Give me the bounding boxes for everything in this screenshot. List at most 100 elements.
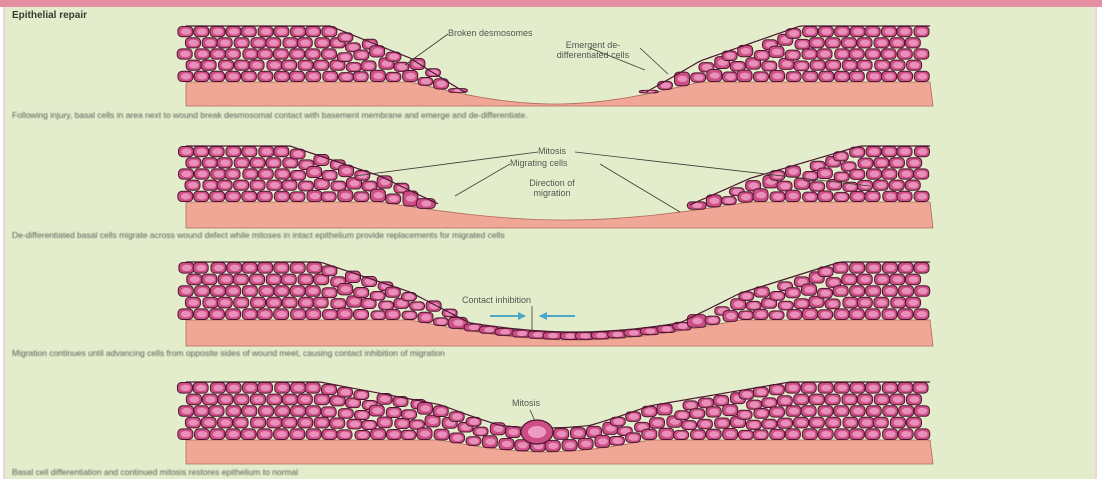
cell-nucleus xyxy=(590,429,600,435)
mitotic-nucleus xyxy=(528,426,546,438)
cell-nucleus xyxy=(341,410,351,416)
cell-nucleus xyxy=(709,409,719,415)
cell-nucleus xyxy=(598,438,608,444)
cell-nucleus xyxy=(469,438,479,444)
cell-nucleus xyxy=(548,443,558,449)
cell-nucleus xyxy=(309,408,319,414)
cell-nucleus xyxy=(476,428,486,434)
cell-nucleus xyxy=(877,396,887,402)
label-mitosis-panel-4: Mitosis xyxy=(512,398,540,408)
cell-nucleus xyxy=(245,408,255,414)
cell-nucleus xyxy=(350,421,360,427)
cell-nucleus xyxy=(270,419,280,425)
cell-nucleus xyxy=(757,410,767,416)
cell-nucleus xyxy=(325,431,335,437)
cell-nucleus xyxy=(308,385,318,391)
cell-nucleus xyxy=(340,431,350,437)
cell-nucleus xyxy=(221,396,231,402)
cell-nucleus xyxy=(853,408,863,414)
cell-nucleus xyxy=(453,435,463,441)
cell-nucleus xyxy=(374,431,384,437)
cell-nucleus xyxy=(893,396,903,402)
cell-nucleus xyxy=(686,402,696,408)
cell-nucleus xyxy=(237,396,247,402)
cell-nucleus xyxy=(197,431,207,437)
cell-nucleus xyxy=(565,442,575,448)
cell-nucleus xyxy=(868,385,878,391)
cell-nucleus xyxy=(652,420,662,426)
cell-nucleus xyxy=(196,385,206,391)
cell-nucleus xyxy=(229,385,239,391)
cell-nucleus xyxy=(189,396,199,402)
cell-nucleus xyxy=(845,396,855,402)
cell-nucleus xyxy=(846,419,856,425)
cell-nucleus xyxy=(821,408,831,414)
cell-nucleus xyxy=(333,398,343,404)
cell-nucleus xyxy=(901,385,911,391)
cell-nucleus xyxy=(324,386,334,392)
cell-nucleus xyxy=(404,432,414,438)
cell-nucleus xyxy=(909,396,919,402)
cell-nucleus xyxy=(629,434,639,440)
cell-nucleus xyxy=(788,385,798,391)
cell-nucleus xyxy=(229,431,239,437)
cell-nucleus xyxy=(852,431,862,437)
cell-nucleus xyxy=(678,412,688,418)
cell-nucleus xyxy=(804,385,814,391)
cell-nucleus xyxy=(317,396,327,402)
cell-nucleus xyxy=(750,401,760,407)
cell-nucleus xyxy=(333,420,343,426)
cell-nucleus xyxy=(886,408,896,414)
cell-nucleus xyxy=(741,432,751,438)
cell-nucleus xyxy=(869,408,879,414)
cell-nucleus xyxy=(717,397,727,403)
cell-nucleus xyxy=(181,431,191,437)
cell-nucleus xyxy=(340,389,350,395)
cell-nucleus xyxy=(749,422,759,428)
cell-nucleus xyxy=(278,408,288,414)
cell-nucleus xyxy=(206,396,216,402)
cell-nucleus xyxy=(428,418,438,424)
cell-nucleus xyxy=(613,418,623,424)
cell-nucleus xyxy=(893,419,903,425)
cell-nucleus xyxy=(420,405,430,411)
cell-nucleus xyxy=(734,419,744,425)
cell-nucleus xyxy=(781,420,791,426)
cell-nucleus xyxy=(278,385,288,391)
cell-nucleus xyxy=(358,432,368,438)
cell-nucleus xyxy=(436,408,446,414)
cell-nucleus xyxy=(829,419,839,425)
cell-nucleus xyxy=(246,385,256,391)
cell-nucleus xyxy=(493,426,503,432)
cell-nucleus xyxy=(812,419,822,425)
cell-nucleus xyxy=(405,411,415,417)
cell-nucleus xyxy=(229,408,239,414)
cell-nucleus xyxy=(502,441,512,447)
cell-nucleus xyxy=(772,409,782,415)
cell-nucleus xyxy=(700,421,710,427)
cell-nucleus xyxy=(862,419,872,425)
cell-nucleus xyxy=(294,385,304,391)
cell-nucleus xyxy=(389,431,399,437)
cell-nucleus xyxy=(197,408,207,414)
cell-nucleus xyxy=(294,408,304,414)
cell-nucleus xyxy=(581,441,591,447)
cell-nucleus xyxy=(300,396,310,402)
cell-nucleus xyxy=(380,396,390,402)
cell-nucleus xyxy=(509,429,519,435)
cell-nucleus xyxy=(838,431,848,437)
leader-mitosis-panel-4 xyxy=(530,410,535,421)
cell-nucleus xyxy=(756,431,766,437)
cell-nucleus xyxy=(380,419,390,425)
cell-nucleus xyxy=(364,422,374,428)
cell-nucleus xyxy=(821,431,831,437)
cell-nucleus xyxy=(557,431,567,437)
cell-nucleus xyxy=(772,386,782,392)
cell-nucleus xyxy=(685,422,695,428)
cell-nucleus xyxy=(221,419,231,425)
cell-nucleus xyxy=(860,396,870,402)
cell-nucleus xyxy=(677,432,687,438)
cell-nucleus xyxy=(188,419,198,425)
cell-nucleus xyxy=(876,419,886,425)
cell-nucleus xyxy=(254,419,264,425)
